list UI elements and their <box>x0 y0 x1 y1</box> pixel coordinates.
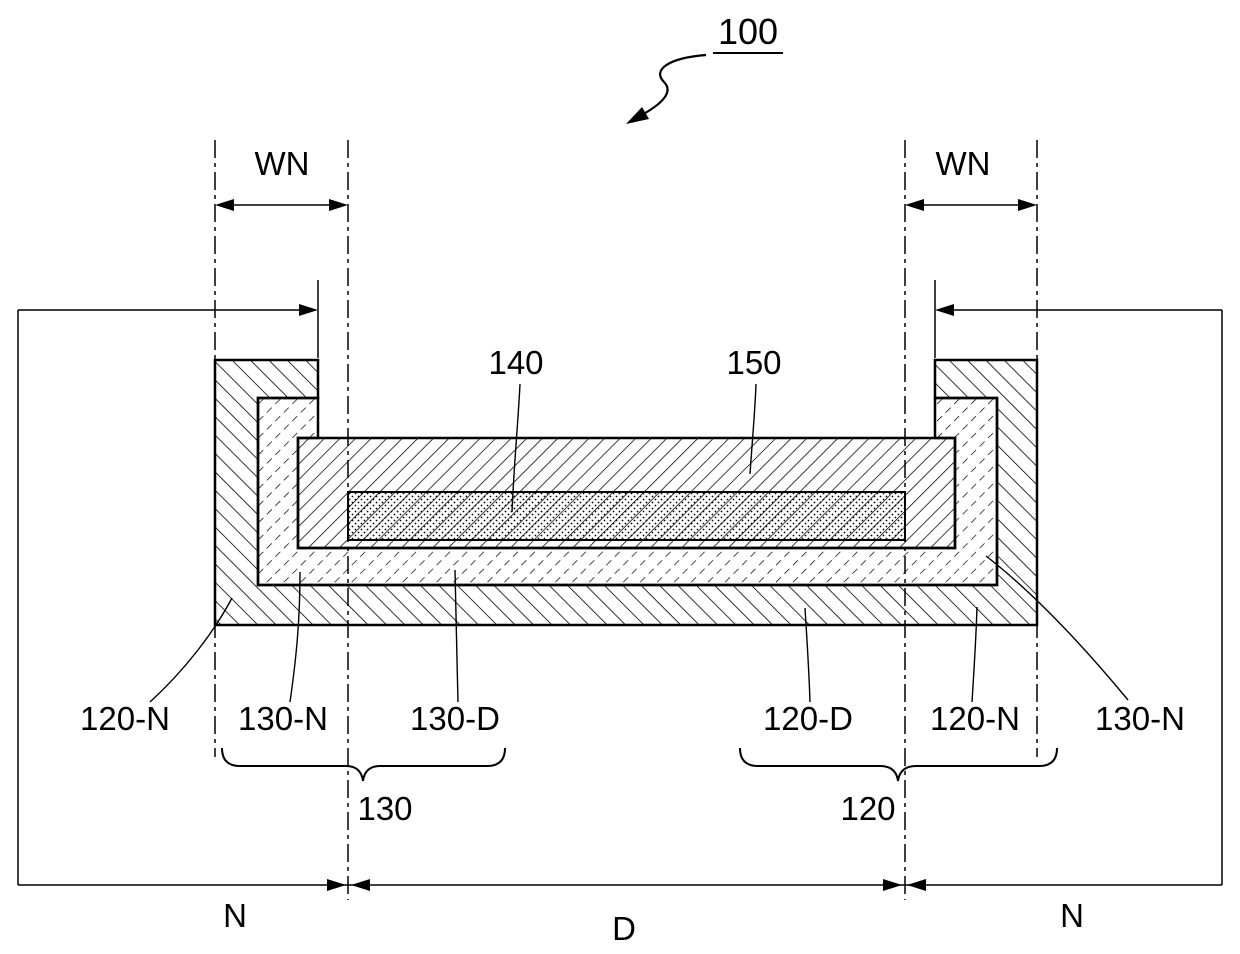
layer-150-label: 150 <box>726 344 781 381</box>
label-130-n-left: 130-N <box>238 700 328 737</box>
dim-top-right-arrowhead <box>935 304 954 316</box>
dim-bottom-arrow-d-left <box>351 879 370 891</box>
dim-bottom-arrow-d-right <box>883 879 902 891</box>
figure-ref-pointer-curve <box>639 53 707 117</box>
layer-140-leader <box>511 383 521 513</box>
label-130-d: 130-D <box>410 700 500 737</box>
brace-130 <box>221 747 506 782</box>
layer-150-leader <box>749 383 757 475</box>
brace-130-label: 130 <box>357 790 412 827</box>
brace-120-label: 120 <box>840 790 895 827</box>
leader-130-n-right <box>985 555 1129 701</box>
brace-120 <box>739 747 1058 782</box>
wn-right-arrowhead-right <box>1018 199 1037 211</box>
label-120-d: 120-D <box>763 700 853 737</box>
dim-bottom-arrow-n-left <box>327 879 346 891</box>
leader-130-n-left <box>289 571 301 703</box>
dim-n-right-label: N <box>1060 897 1084 934</box>
wn-left-arrowhead-right <box>329 199 348 211</box>
wn-right-arrowhead-left <box>905 199 924 211</box>
leader-130-d <box>454 569 459 703</box>
leader-120-n-right <box>971 606 978 703</box>
figure-ref-arrowhead <box>626 107 649 124</box>
figure-ref-label: 100 <box>718 11 778 52</box>
leader-120-n-left <box>149 597 233 703</box>
label-120-n-right: 120-N <box>930 700 1020 737</box>
dim-top-left-arrowhead <box>299 304 318 316</box>
dim-d-label: D <box>612 910 636 947</box>
leader-120-d <box>804 607 811 703</box>
wn-right-label: WN <box>936 145 991 182</box>
wn-left-label: WN <box>255 145 310 182</box>
label-120-n-left: 120-N <box>80 700 170 737</box>
dim-n-left-label: N <box>223 897 247 934</box>
wn-left-arrowhead-left <box>215 199 234 211</box>
dim-bottom-arrow-n-right <box>907 879 926 891</box>
label-130-n-right: 130-N <box>1095 700 1185 737</box>
layer-140-label: 140 <box>488 344 543 381</box>
layer-140-region <box>347 491 906 541</box>
